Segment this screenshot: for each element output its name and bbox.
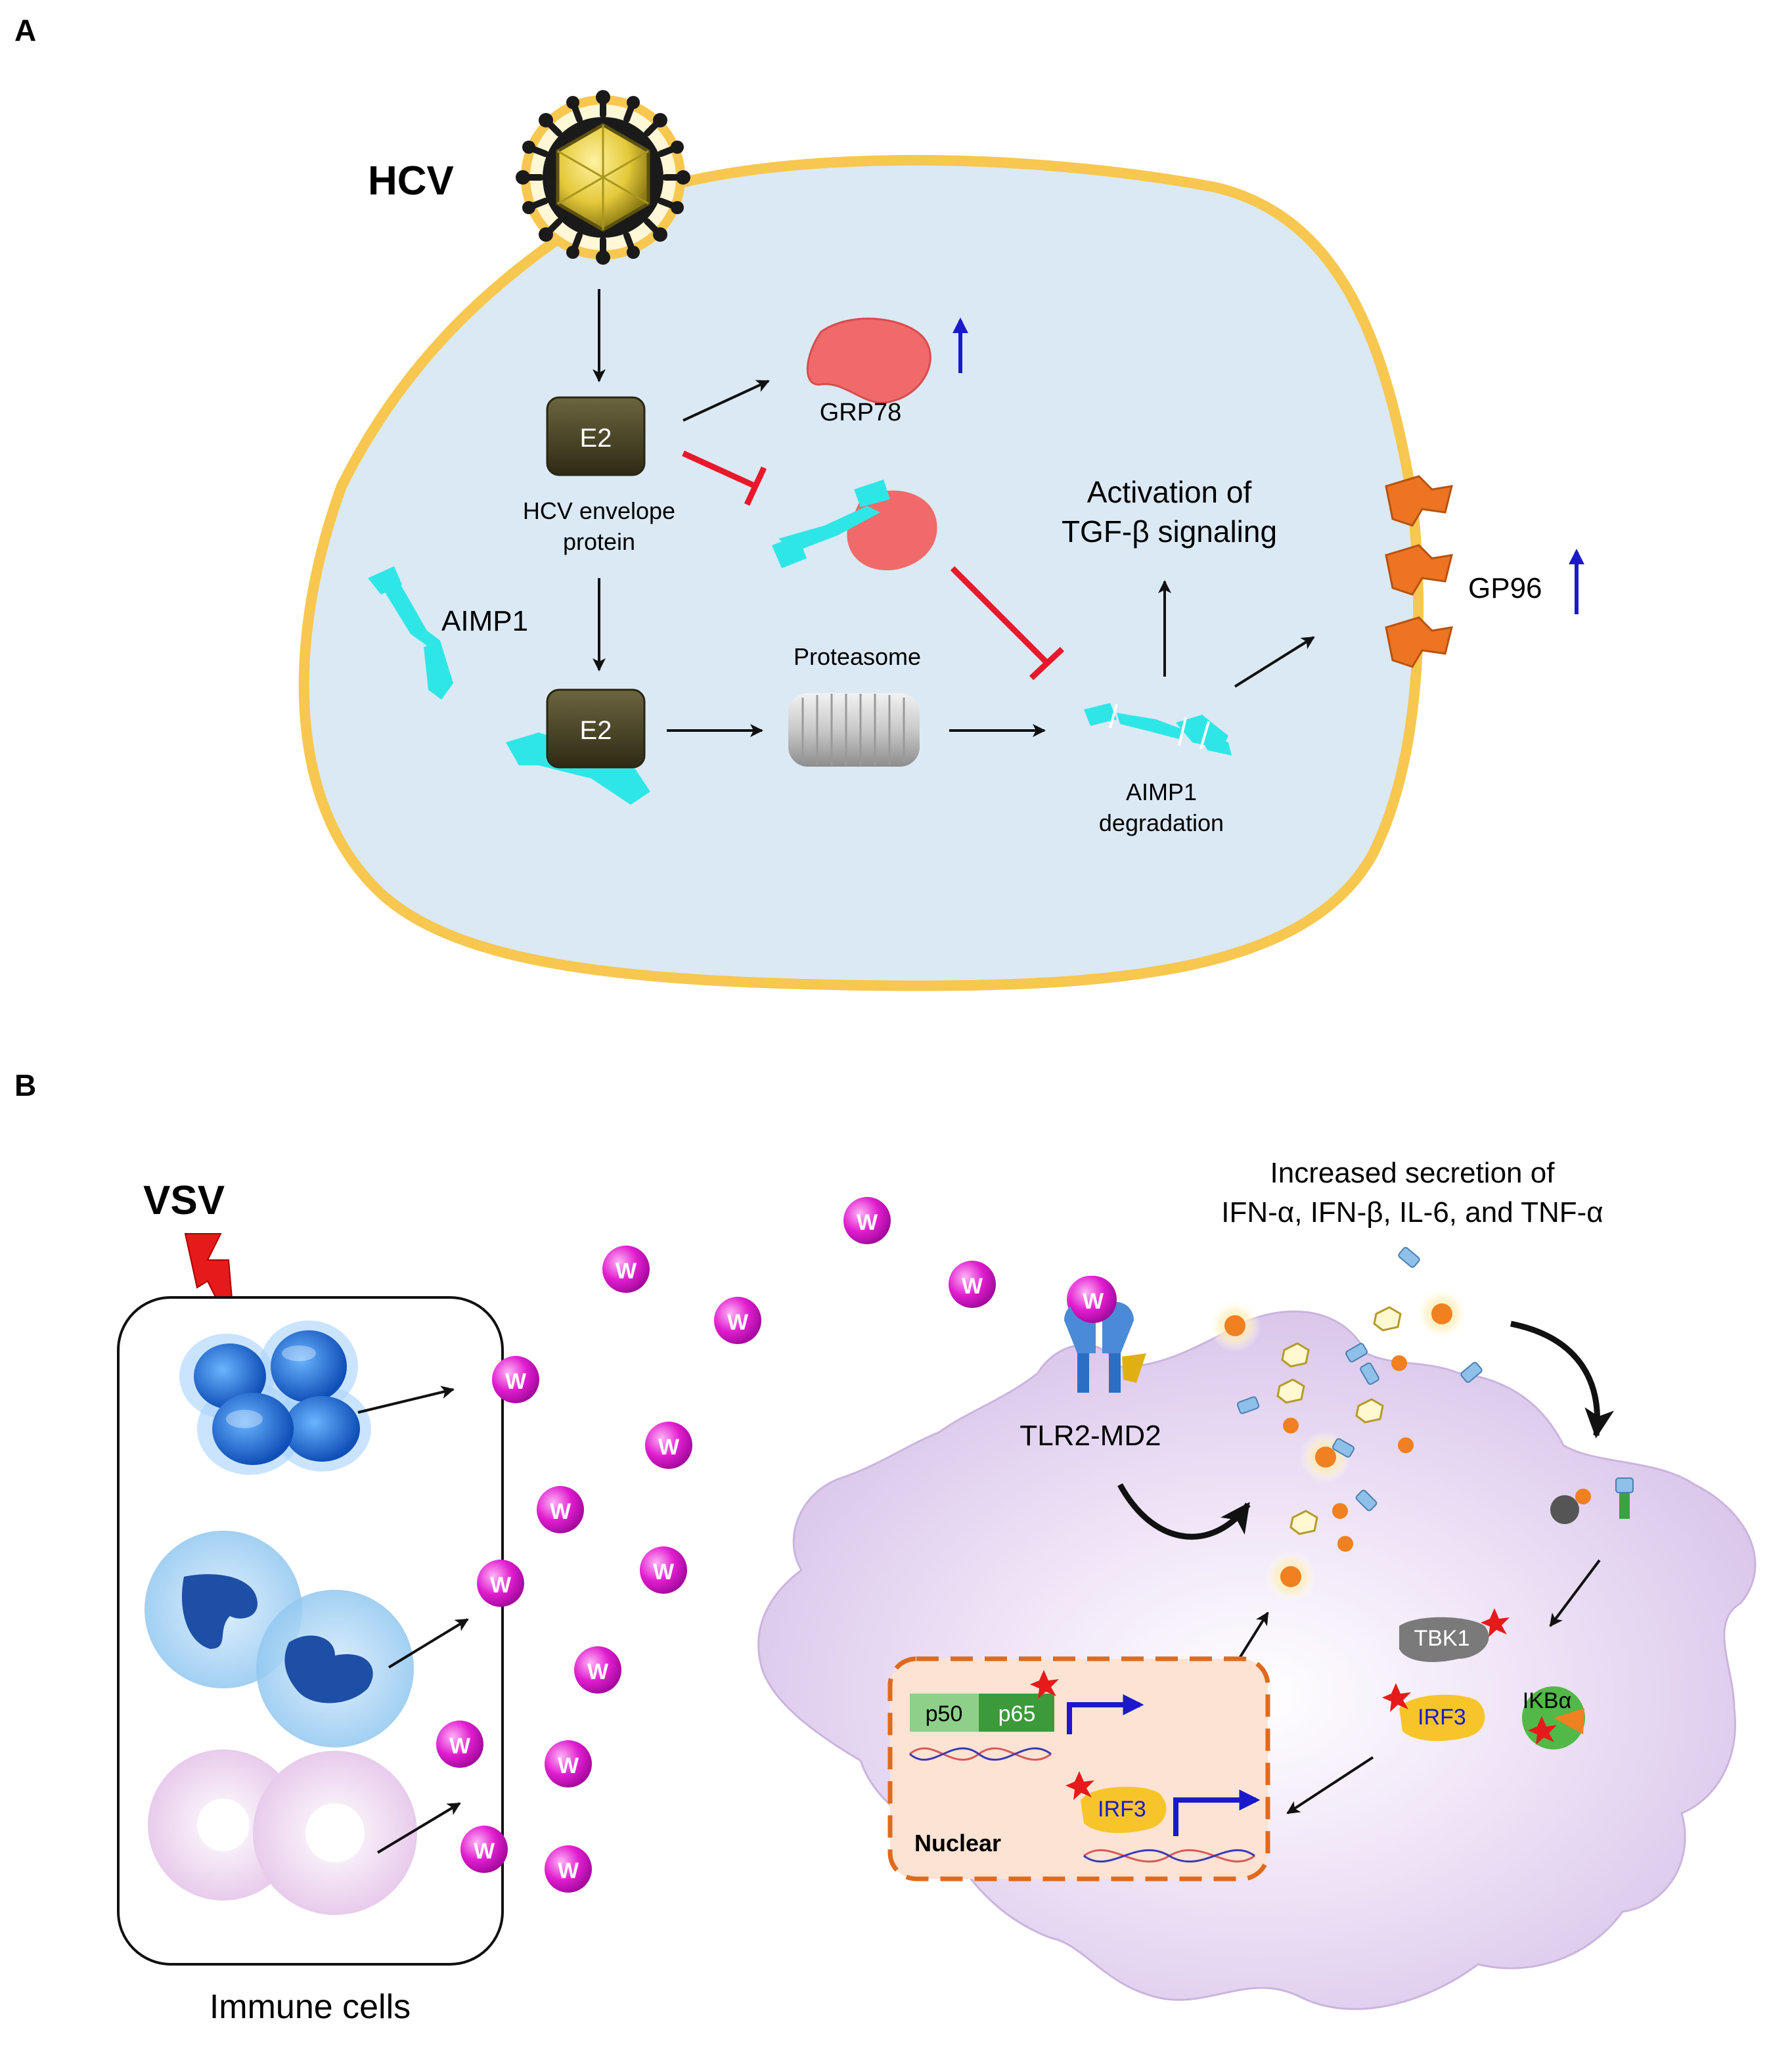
hepatocyte-cell (298, 154, 1424, 991)
hcv-label: HCV (368, 158, 454, 204)
tgf-label-line1: Activation of (1087, 475, 1252, 509)
svg-text:W: W (558, 1858, 579, 1883)
w-particle: W (843, 1197, 891, 1244)
arrow-dendritic-release (376, 1802, 461, 1854)
dendritic-cells-icon (148, 1749, 417, 1915)
svg-text:W: W (449, 1734, 471, 1759)
hcv-envelope-label-line1: HCV envelope (523, 497, 675, 524)
irf3-nucleus-label: IRF3 (1098, 1797, 1146, 1822)
w-particle: W (949, 1261, 996, 1308)
panel-a: A (14, 13, 1584, 991)
w-particle: W (492, 1356, 539, 1403)
aimp1-label: AIMP1 (441, 605, 528, 637)
svg-text:W: W (490, 1573, 512, 1598)
immune-cells-label: Immune cells (210, 1988, 411, 2026)
w-particle: W (645, 1422, 692, 1469)
degradation-label-line1: AIMP1 (1126, 778, 1197, 805)
transcription-arrow-irf3-icon (1173, 1790, 1261, 1836)
irf3-nucleus-icon (1065, 1771, 1255, 1863)
svg-text:W: W (474, 1839, 495, 1864)
svg-text:W: W (653, 1560, 675, 1585)
svg-text:W: W (558, 1753, 579, 1778)
p65-label: p65 (998, 1701, 1036, 1726)
svg-text:W: W (505, 1369, 527, 1394)
arrow-e2-to-grp78 (683, 380, 770, 422)
w-particle: W (460, 1826, 508, 1873)
arrow-degradation-to-gp96 (1234, 636, 1315, 688)
svg-text:W: W (658, 1435, 680, 1460)
w-particle: W (640, 1546, 687, 1594)
ikba-label: IKBα (1523, 1688, 1571, 1713)
svg-text:W: W (587, 1659, 609, 1684)
aimp1-grp78-complex-icon (772, 480, 937, 571)
irf3-cytoplasm-icon (1382, 1683, 1485, 1742)
grp78-label: GRP78 (820, 399, 902, 426)
panel-b: B VSV Immune cells (14, 1068, 1757, 2026)
grp78-protein-icon (806, 317, 931, 404)
svg-text:W: W (616, 1259, 637, 1284)
irf3-cytoplasm-label: IRF3 (1418, 1705, 1466, 1730)
w-particle: W (574, 1646, 621, 1694)
degradation-label-line2: degradation (1099, 809, 1224, 836)
nfkb-complex-icon (909, 1670, 1059, 1761)
hcv-envelope-label-line2: protein (563, 528, 635, 555)
aimp1-protein-icon (368, 566, 453, 700)
vsv-label: VSV (143, 1178, 225, 1223)
proteasome-icon (788, 693, 920, 767)
svg-text:W: W (727, 1310, 749, 1335)
e2-protein-top: E2 (546, 396, 646, 476)
curved-arrow-autocrine (1510, 1320, 1615, 1439)
inhibition-complex-to-degradation (950, 566, 1065, 681)
w-particle: W (477, 1560, 524, 1607)
transcription-arrow-nfkb-icon (1067, 1694, 1144, 1734)
tgf-label-line2: TGF-β signaling (1062, 514, 1277, 549)
arrow-neutrophil-release (388, 1618, 469, 1669)
curved-arrow-signal (1117, 1483, 1251, 1540)
e2-aimp1-complex-icon: E2 (506, 688, 650, 805)
p50-label: p50 (926, 1701, 963, 1726)
w-particle-bound: W (1083, 1289, 1104, 1314)
ikba-protein-icon (1522, 1686, 1585, 1749)
svg-text:W: W (962, 1274, 983, 1299)
gp96-label: GP96 (1468, 572, 1542, 604)
w-particle: W (537, 1486, 584, 1533)
tlr2-md2-label: TLR2-MD2 (1019, 1420, 1161, 1452)
cytokines-icon (1209, 1247, 1483, 1603)
panel-a-label: A (14, 13, 36, 47)
svg-text:W: W (550, 1499, 571, 1524)
gp96-protein-icon (1385, 475, 1454, 668)
e2-bottom-label: E2 (580, 716, 612, 745)
arrow-irf3-to-nucleus (1286, 1756, 1374, 1814)
aimp1-degraded-icon (1084, 703, 1232, 755)
lymphocyte-cells-icon (179, 1320, 371, 1475)
nuclear-label: Nuclear (914, 1830, 1001, 1857)
inhibition-e2-to-complex (682, 450, 767, 506)
proteasome-label: Proteasome (794, 643, 921, 670)
tbk1-protein-icon (1399, 1608, 1510, 1662)
neutrophil-cells-icon (145, 1531, 414, 1747)
arrow-receptor-to-tbk1 (1549, 1559, 1601, 1627)
tlr2-md2-receptor-icon: W (1064, 1276, 1146, 1393)
w-particle: W (545, 1740, 592, 1788)
tbk1-label: TBK1 (1414, 1626, 1469, 1651)
w-particle: W (602, 1246, 650, 1293)
panel-b-label: B (14, 1068, 36, 1102)
secretion-label-line1: Increased secretion of (1270, 1157, 1556, 1189)
cytokine-receptor-icon (1550, 1477, 1634, 1524)
arrow-lymphocyte-release (357, 1385, 455, 1414)
svg-text:W: W (857, 1210, 878, 1235)
hcv-virus-icon (516, 90, 690, 265)
w-particle: W (714, 1297, 761, 1344)
w-particle: W (545, 1845, 592, 1893)
secretion-label-line2: IFN-α, IFN-β, IL-6, and TNF-α (1221, 1196, 1603, 1228)
w-particle: W (436, 1721, 483, 1768)
e2-top-label: E2 (580, 424, 612, 453)
